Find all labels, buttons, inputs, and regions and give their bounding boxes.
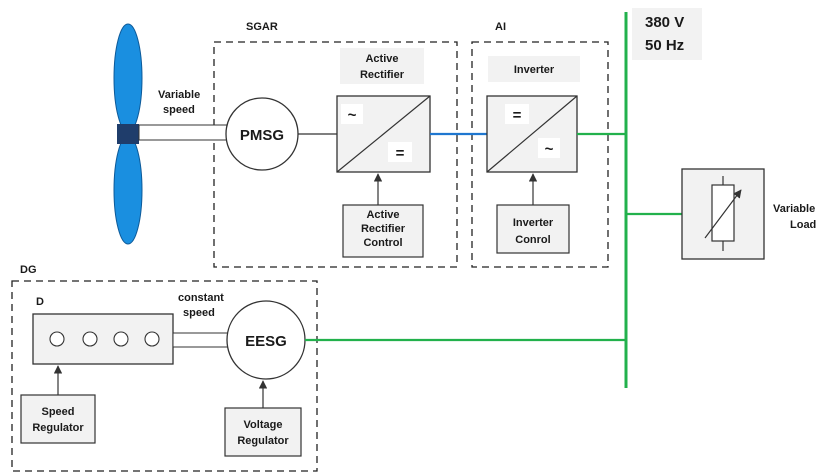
sgar-label: SGAR <box>246 21 278 33</box>
speed-regulator-label-1: Speed <box>41 406 74 418</box>
turbine-hub <box>117 124 139 144</box>
variable-speed-label-1: Variable <box>158 89 200 101</box>
rectifier-ac-symbol: ~ <box>348 107 357 124</box>
rectifier-diagonal <box>336 95 431 173</box>
inverter-dc-symbol-bg <box>505 104 529 124</box>
engine-cylinder-2 <box>82 331 98 347</box>
variable-load-label-1: Variable <box>773 203 815 215</box>
rectifier-ac-symbol-bg <box>341 104 363 124</box>
constant-speed-label-2: speed <box>183 307 215 319</box>
engine-cylinder-1 <box>49 331 65 347</box>
rectifier-dc-symbol-bg <box>388 142 412 162</box>
inverter-ac-symbol-bg <box>538 138 560 158</box>
rectifier-control-label-3: Control <box>363 237 402 249</box>
inverter-control-block <box>496 204 570 254</box>
speed-regulator-block <box>20 394 96 444</box>
grid-voltage-label: 380 V <box>645 14 684 31</box>
rectifier-title-bg <box>340 48 424 84</box>
load-variable-arrow <box>704 189 742 239</box>
rectifier-control-block <box>342 204 424 258</box>
rectifier-title-2: Rectifier <box>360 69 405 81</box>
sgar-group-box <box>213 41 458 268</box>
variable-load-label-2: Load <box>790 219 816 231</box>
constant-speed-label-1: constant <box>178 292 224 304</box>
voltage-regulator-label-1: Voltage <box>244 419 283 431</box>
grid-frequency-label: 50 Hz <box>645 37 684 54</box>
inverter-control-label-2: Conrol <box>515 234 550 246</box>
diesel-shaft <box>172 332 229 348</box>
eesg-label: EESG <box>245 333 287 350</box>
dg-label: DG <box>20 264 37 276</box>
variable-speed-label-2: speed <box>163 104 195 116</box>
voltage-regulator-block <box>224 407 302 457</box>
turbine-blade-top <box>113 23 143 133</box>
inverter-dc-symbol: = <box>513 107 522 124</box>
turbine-shaft <box>138 124 228 141</box>
dg-group-box <box>11 280 318 472</box>
ai-label: AI <box>495 21 506 33</box>
engine-cylinder-4 <box>144 331 160 347</box>
voltage-regulator-label-2: Regulator <box>237 435 289 447</box>
load-resistor <box>711 184 735 242</box>
inverter-control-label-1: Inverter <box>513 217 554 229</box>
diesel-label: D <box>36 296 44 308</box>
engine-cylinder-3 <box>113 331 129 347</box>
speed-regulator-label-2: Regulator <box>32 422 84 434</box>
inverter-diagonal <box>486 95 578 173</box>
grid-label-bg <box>632 8 702 60</box>
rectifier-control-label-1: Active <box>366 209 399 221</box>
inverter-ac-symbol: ~ <box>545 141 554 158</box>
pmsg-label: PMSG <box>240 127 284 144</box>
inverter-title-bg <box>488 56 580 82</box>
inverter-title: Inverter <box>514 64 555 76</box>
turbine-blade-bottom <box>113 135 143 245</box>
rectifier-control-label-2: Rectifier <box>361 223 406 235</box>
rectifier-dc-symbol: = <box>396 145 405 162</box>
rectifier-title-1: Active <box>365 53 398 65</box>
